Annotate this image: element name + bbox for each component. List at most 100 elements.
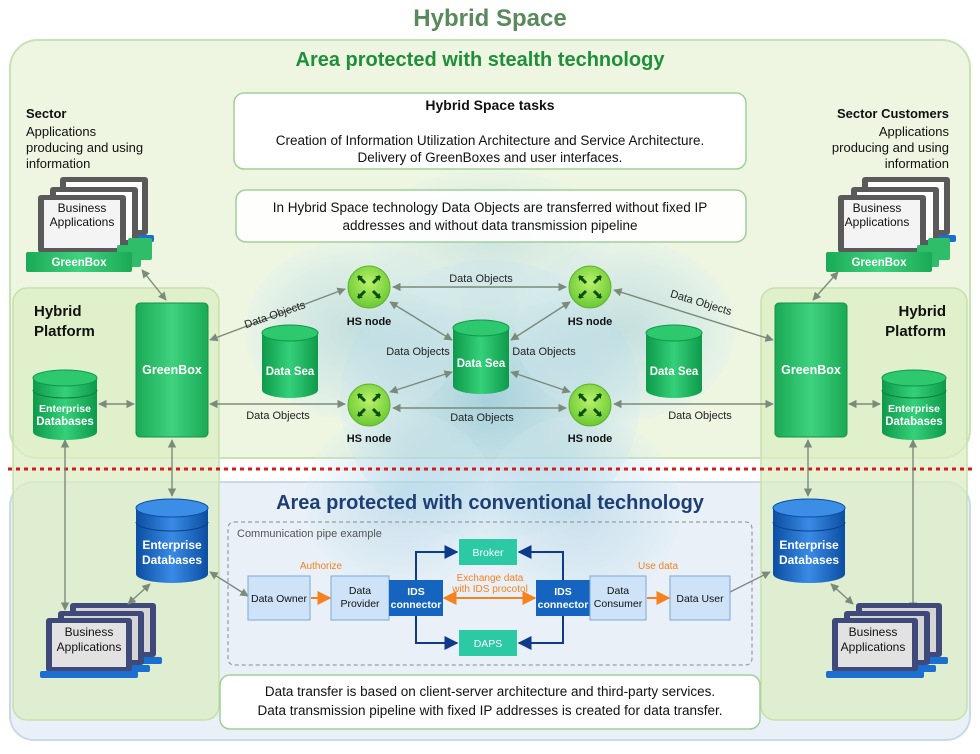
ids-connector-right [536,580,590,616]
enterprise-db-green-right-2: Databases [885,416,943,428]
data-sea-center [452,319,510,394]
pipe-title: Communication pipe example [237,528,382,540]
greenbox-tower-left-label: GreenBox [142,363,202,377]
ids-connector-left-2: connector [391,599,442,611]
right-sector-desc-2: producing and using [832,140,949,155]
tasks-title: Hybrid Space tasks [425,97,554,113]
tasks-box [233,92,747,170]
data-sea-left [261,324,319,398]
enterprise-db-blue-left-1: Enterprise [142,538,202,552]
greenbox-tower-left [135,302,209,438]
data-sea-right-label: Data Sea [650,366,699,378]
left-sector-desc-3: information [26,156,90,171]
greenbox-top-left-label: GreenBox [52,257,108,269]
hs-node-label-2: HS node [568,316,613,328]
business-apps-top-left-2: Applications [50,215,115,229]
laptop-stack-bottom-right [826,603,948,678]
right-platform-label-2: Platform [885,323,946,340]
greenbox-top-right-label: GreenBox [852,257,908,269]
data-objects-label-6: Data Objects [450,412,514,424]
enterprise-db-blue-right-2: Databases [779,553,839,567]
bottom-info-line-1: Data transfer is based on client-server … [265,684,715,699]
stealth-connections [60,269,918,611]
enterprise-db-blue-left [135,498,209,583]
data-consumer-label-1: Data [607,585,629,597]
tasks-line-2: Delivery of GreenBoxes and user interfac… [358,150,623,165]
greenbox-strip-top-right [826,252,932,272]
hs-node-label-1: HS node [347,316,392,328]
exchange-label-2: with IDS procotol [451,584,528,595]
page-title: Hybrid Space [413,5,566,32]
conventional-area-title: Area protected with conventional technol… [276,492,705,514]
info-line-1: In Hybrid Space technology Data Objects … [273,200,707,215]
enterprise-db-green-right-1: Enterprise [888,403,940,415]
laptop-stack-bottom-left [40,603,162,678]
left-sector-title: Sector [26,106,66,121]
data-user-box [669,575,731,621]
data-user-label: Data User [676,593,724,605]
enterprise-db-blue-right-1: Enterprise [779,538,839,552]
laptop-stack-top-right [826,177,956,272]
data-objects-label-5: Data Objects [512,346,576,358]
business-apps-top-left-1: Business [58,201,107,215]
broker-daps-arrows [415,545,564,650]
data-owner-label: Data Owner [251,593,308,605]
left-sector-desc-1: Applications [26,124,97,139]
hs-node-bottom-right [568,383,612,427]
data-owner-box [247,575,311,621]
data-consumer-label-2: Consumer [594,598,643,610]
daps-label: DAPS [474,638,503,650]
data-objects-label-2: Data Objects [246,410,310,422]
hs-node-label-4: HS node [568,433,613,445]
tasks-line-1: Creation of Information Utilization Arch… [276,133,704,148]
right-sector-desc-3: information [885,156,949,171]
right-platform-label-1: Hybrid [898,303,946,320]
broker-box [459,539,517,565]
data-sea-center-label: Data Sea [457,358,506,370]
business-apps-top-right-2: Applications [845,215,910,229]
bottom-info-line-2: Data transmission pipeline with fixed IP… [258,703,723,718]
business-apps-bottom-right-1: Business [849,625,898,639]
stealth-area-title: Area protected with stealth technology [296,49,666,71]
data-objects-label-3: Data Objects [449,273,513,285]
data-consumer-box [589,575,647,621]
authorize-label: Authorize [300,561,343,572]
broker-label: Broker [473,547,504,559]
use-data-label: Use data [638,561,678,572]
hs-node-top-left [347,265,391,309]
ids-connector-left-1: IDS [407,586,425,598]
hs-node-top-right [568,265,612,309]
greenbox-tower-right [774,302,848,438]
left-sector-desc-2: producing and using [26,140,143,155]
enterprise-db-green-left-2: Databases [36,416,94,428]
business-apps-top-right-1: Business [853,201,902,215]
bottom-info-box [219,674,761,730]
right-sector-desc-1: Applications [879,124,950,139]
greenbox-tower-right-label: GreenBox [781,363,841,377]
daps-box [459,630,517,656]
left-platform-label-2: Platform [34,323,95,340]
info-box [235,189,747,243]
data-objects-label-8: Data Objects [668,410,732,422]
business-apps-bottom-right-2: Applications [841,640,906,654]
business-apps-bottom-left-1: Business [65,625,114,639]
data-provider-label-2: Provider [340,598,380,610]
enterprise-db-blue-right [772,498,846,583]
left-platform-label-1: Hybrid [34,303,82,320]
data-sea-right [645,324,703,398]
enterprise-db-green-left [32,369,98,440]
right-sector-title: Sector Customers [837,106,949,121]
enterprise-db-green-left-1: Enterprise [39,403,91,415]
laptop-stack-top-left [26,177,154,272]
ids-connector-left [389,580,443,616]
data-sea-left-label: Data Sea [266,366,315,378]
exchange-label-1: Exchange data [457,573,524,584]
pipe-frame [227,521,753,666]
data-objects-label-4: Data Objects [386,346,450,358]
hs-node-label-3: HS node [347,433,392,445]
business-apps-bottom-left-2: Applications [57,640,122,654]
ids-connector-right-2: connector [538,599,589,611]
ids-connector-right-1: IDS [554,586,572,598]
enterprise-db-green-right [881,369,947,440]
